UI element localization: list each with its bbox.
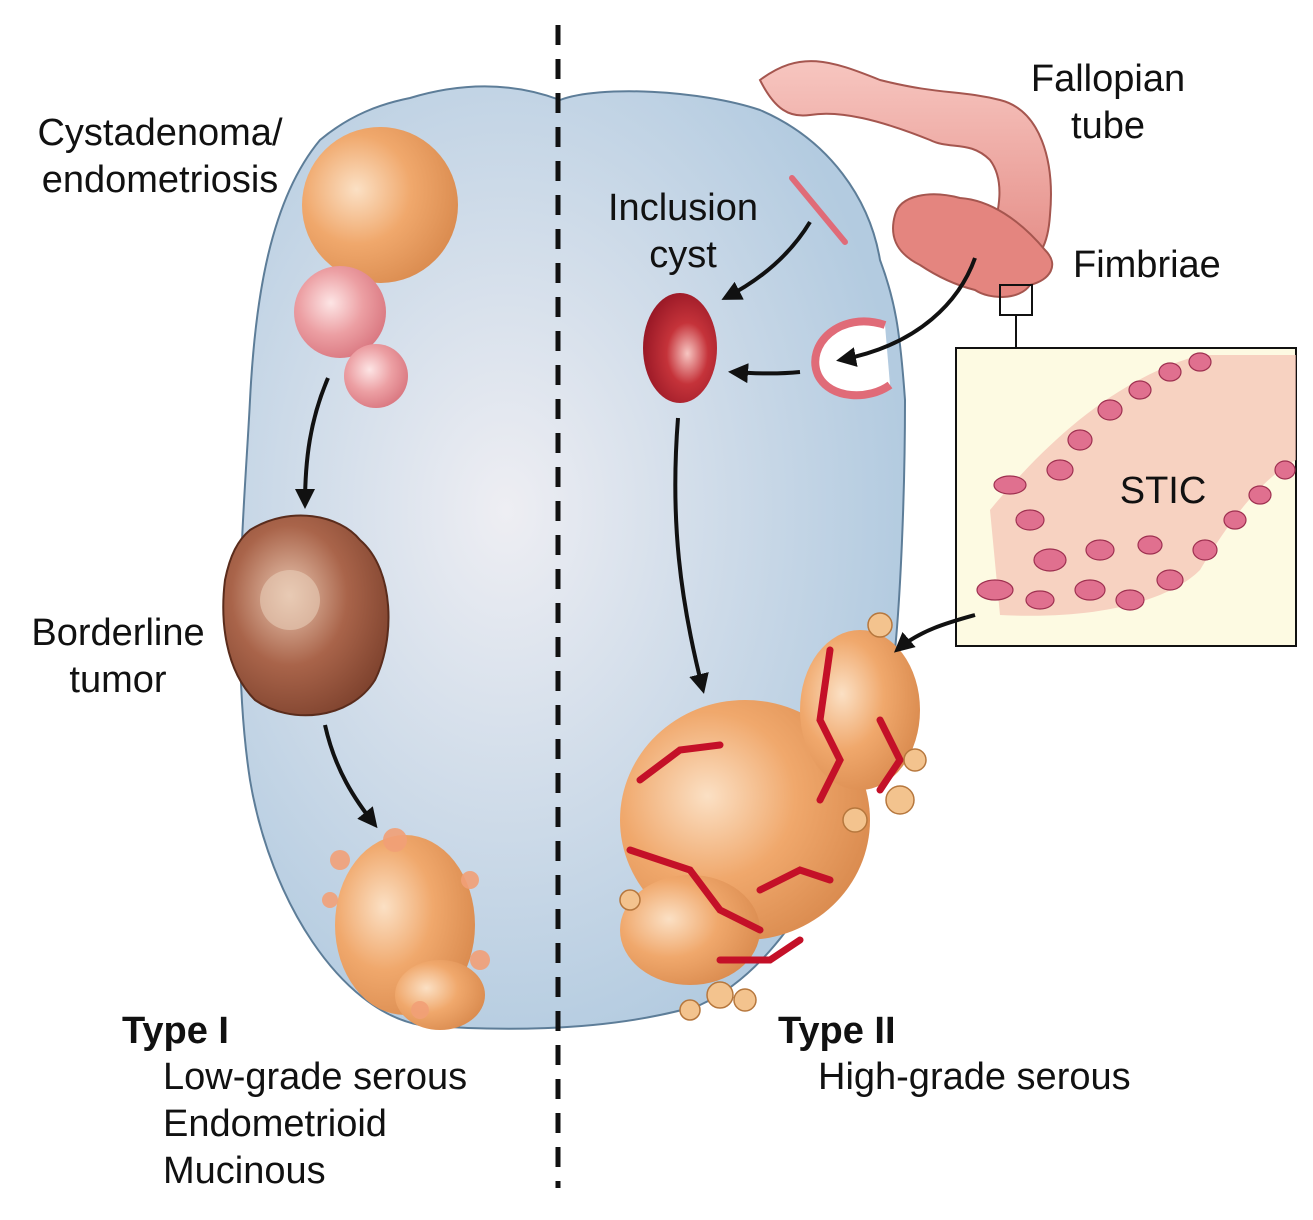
type2-title: Type II bbox=[778, 1010, 896, 1052]
stic-inset bbox=[955, 347, 1297, 647]
arrow-invagination-to-inclusion bbox=[728, 363, 801, 384]
arrow-cyst-to-borderline bbox=[295, 377, 330, 509]
label-inclusion: Inclusion bbox=[608, 187, 758, 229]
low-grade-tumor bbox=[322, 828, 490, 1030]
label-stic: STIC bbox=[1120, 470, 1207, 512]
endometriosis-cyst bbox=[294, 266, 386, 358]
fimbriae bbox=[892, 193, 1054, 298]
type2-item: High-grade serous bbox=[818, 1056, 1131, 1098]
borderline-tumor bbox=[222, 514, 390, 717]
type1-item: Endometrioid bbox=[163, 1103, 387, 1145]
arrow-epithelium-to-inclusion bbox=[721, 220, 812, 300]
label-cystadenoma: Cystadenoma/ bbox=[37, 112, 282, 154]
arrow-stic-to-tumor bbox=[893, 613, 976, 653]
type1-title: Type I bbox=[122, 1010, 229, 1052]
type1-item: Mucinous bbox=[163, 1150, 326, 1192]
small-cyst bbox=[344, 344, 408, 408]
label-fallopian: Fallopian bbox=[1031, 58, 1185, 100]
arrow-fimbriae-to-invagination bbox=[836, 257, 977, 367]
cystadenoma-cyst bbox=[302, 127, 458, 283]
arrows bbox=[295, 220, 977, 829]
label-borderline: Borderline bbox=[31, 612, 204, 654]
label-cyst: cyst bbox=[649, 234, 717, 276]
high-grade-tumor bbox=[619, 612, 927, 1021]
label-tumor: tumor bbox=[69, 659, 166, 701]
surface-epithelium bbox=[789, 175, 848, 245]
label-tube: tube bbox=[1071, 105, 1145, 147]
arrow-inclusion-to-type2 bbox=[673, 417, 709, 694]
label-endometriosis: endometriosis bbox=[42, 159, 279, 201]
inclusion-cyst bbox=[643, 293, 717, 403]
label-fimbriae: Fimbriae bbox=[1073, 244, 1221, 286]
fallopian-tube bbox=[758, 60, 1054, 298]
type1-item: Low-grade serous bbox=[163, 1056, 467, 1098]
arrow-borderline-to-type1 bbox=[323, 724, 378, 829]
